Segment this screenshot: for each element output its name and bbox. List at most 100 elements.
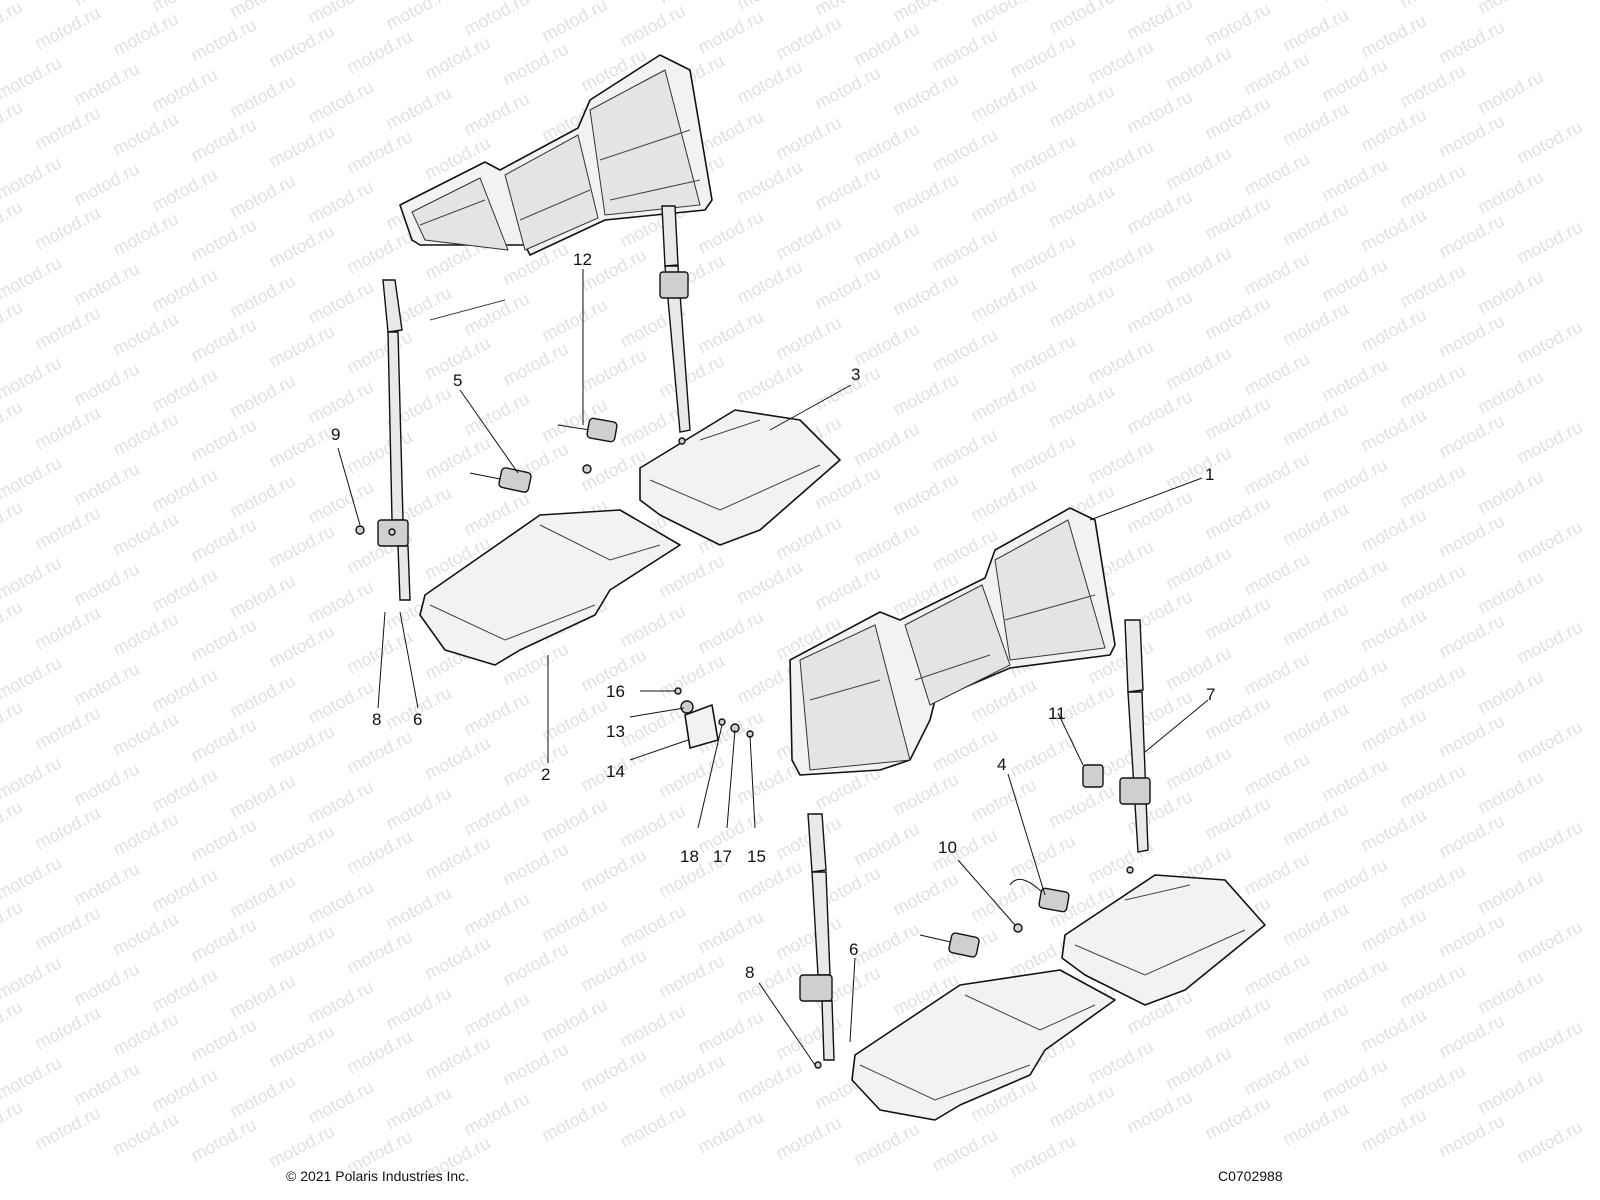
watermark-text: motod.ru [343, 227, 415, 278]
watermark-text: motod.ru [226, 71, 298, 122]
watermark-text: motod.ru [304, 977, 376, 1028]
watermark-text: motod.ru [1162, 743, 1234, 794]
watermark-text: motod.ru [31, 3, 103, 54]
watermark-text: motod.ru [499, 939, 571, 990]
watermark-text: motod.ru [265, 121, 337, 172]
watermark-text: motod.ru [1123, 1087, 1195, 1138]
callout-2: 2 [541, 765, 550, 784]
rear-right-seat-cushion [639, 409, 841, 546]
watermark-text: motod.ru [1279, 199, 1351, 250]
watermark-text: motod.ru [1435, 711, 1507, 762]
watermark-text: motod.ru [70, 1059, 142, 1110]
watermark-text: motod.ru [460, 789, 532, 840]
watermark-text: motod.ru [1474, 167, 1546, 218]
watermark-text: motod.ru [1279, 299, 1351, 350]
watermark-text: motod.ru [1513, 517, 1585, 568]
watermark-text: motod.ru [1240, 949, 1312, 1000]
watermark-text: motod.ru [1279, 699, 1351, 750]
watermark-text: motod.ru [577, 845, 649, 896]
watermark-text: motod.ru [1474, 1067, 1546, 1118]
watermark-text: motod.ru [70, 359, 142, 410]
callout-15: 15 [747, 847, 766, 866]
watermark-text: motod.ru [343, 327, 415, 378]
watermark-text: motod.ru [1318, 455, 1390, 506]
watermark-text: motod.ru [421, 33, 493, 84]
watermark-text: motod.ru [0, 353, 65, 404]
watermark-text: motod.ru [889, 69, 961, 120]
watermark-text: motod.ru [1006, 331, 1078, 382]
watermark-text: motod.ru [265, 621, 337, 672]
watermark-text: motod.ru [1396, 761, 1468, 812]
watermark-text: motod.ru [1045, 281, 1117, 332]
watermark-text: motod.ru [967, 75, 1039, 126]
watermark-text: motod.ru [967, 0, 1039, 32]
watermark-text: motod.ru [382, 83, 454, 134]
watermark-text: motod.ru [811, 563, 883, 614]
watermark-text: motod.ru [1318, 355, 1390, 406]
callout-6a: 6 [413, 710, 422, 729]
watermark-text: motod.ru [304, 577, 376, 628]
watermark-text: motod.ru [538, 0, 610, 46]
watermark-text: motod.ru [538, 1095, 610, 1146]
watermark-text: motod.ru [226, 871, 298, 922]
watermark-text: motod.ru [1474, 867, 1546, 918]
watermark-text: motod.ru [1357, 905, 1429, 956]
watermark-text: motod.ru [889, 369, 961, 420]
callout-14: 14 [606, 762, 625, 781]
watermark-text: motod.ru [0, 453, 65, 504]
front-buckle-center [1009, 878, 1070, 913]
watermark-text: motod.ru [1474, 367, 1546, 418]
watermark-text: motod.ru [1357, 605, 1429, 656]
watermark-text: motod.ru [733, 0, 805, 14]
rear-buckle-center [557, 417, 618, 443]
watermark-text: motod.ru [0, 1053, 65, 1104]
watermark-text: motod.ru [226, 371, 298, 422]
watermark-text: motod.ru [226, 1071, 298, 1122]
callout-8a: 8 [372, 710, 381, 729]
watermark-text: motod.ru [616, 801, 688, 852]
watermark-text: motod.ru [421, 733, 493, 784]
watermark-text: motod.ru [148, 565, 220, 616]
watermark-text: motod.ru [1396, 561, 1468, 612]
watermark-text: motod.ru [1045, 381, 1117, 432]
watermark-text: motod.ru [1279, 399, 1351, 450]
watermark-text: motod.ru [655, 951, 727, 1002]
watermark-text: motod.ru [1279, 1099, 1351, 1150]
watermark-text: motod.ru [772, 513, 844, 564]
watermark-text: motod.ru [187, 115, 259, 166]
watermark-text: motod.ru [772, 13, 844, 64]
watermark-text: motod.ru [0, 153, 65, 204]
watermark-text: motod.ru [1045, 181, 1117, 232]
watermark-text: motod.ru [538, 895, 610, 946]
rear-belt-bolt [355, 525, 365, 535]
front-left-seat-belt [799, 813, 835, 1069]
watermark-text: motod.ru [1279, 5, 1351, 56]
watermark-text: motod.ru [343, 927, 415, 978]
watermark-text: motod.ru [109, 809, 181, 860]
watermark-text: motod.ru [265, 521, 337, 572]
watermark-text: motod.ru [0, 553, 65, 604]
watermark-text: motod.ru [460, 289, 532, 340]
watermark-text: motod.ru [1084, 437, 1156, 488]
watermark-text: motod.ru [889, 0, 961, 26]
watermark-text: motod.ru [1240, 449, 1312, 500]
watermark-text: motod.ru [1240, 49, 1312, 100]
watermark-text: motod.ru [31, 103, 103, 154]
watermark-text: motod.ru [226, 671, 298, 722]
watermark-text: motod.ru [148, 865, 220, 916]
watermark-text: motod.ru [343, 127, 415, 178]
watermark-text: motod.ru [304, 477, 376, 528]
watermark-text: motod.ru [265, 321, 337, 372]
watermark-text: motod.ru [694, 1107, 766, 1158]
watermark-text: motod.ru [1279, 99, 1351, 150]
watermark-text: motod.ru [421, 933, 493, 984]
watermark-text: motod.ru [460, 689, 532, 740]
watermark-text: motod.ru [1396, 1061, 1468, 1112]
watermark-text: motod.ru [31, 703, 103, 754]
watermark-text: motod.ru [1357, 11, 1429, 62]
rear-buckle-left [469, 467, 532, 493]
watermark-text: motod.ru [70, 659, 142, 710]
callout-4: 4 [997, 755, 1006, 774]
watermark-text: motod.ru [1201, 93, 1273, 144]
